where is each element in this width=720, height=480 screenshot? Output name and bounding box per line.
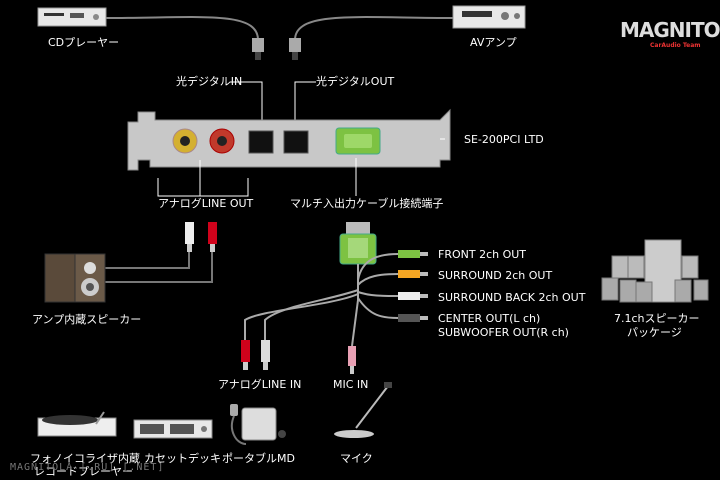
mic-label: マイク	[340, 452, 373, 465]
optical-out-label: 光デジタルOUT	[316, 75, 395, 88]
turntable-label-2: レコードプレーヤー	[34, 465, 133, 478]
speaker-package-image	[601, 239, 709, 303]
brand-logo: MAGNITOLA CarAudio Team	[620, 18, 720, 49]
turntable-image	[37, 411, 117, 437]
card-model-label: SE-200PCI LTD	[464, 133, 544, 146]
subwoofer-out-label: SUBWOOFER OUT(R ch)	[438, 326, 569, 339]
rca-plugs-out	[185, 222, 217, 252]
cd-player-image	[37, 7, 107, 27]
speaker-package-label-2: パッケージ	[627, 326, 682, 339]
turntable-label-1: フォノイコライザ内蔵	[30, 452, 140, 465]
speaker-package-label-1: 7.1chスピーカー	[614, 312, 700, 325]
amp-speaker-label: アンプ内蔵スピーカー	[32, 313, 142, 326]
cassette-deck-image	[133, 419, 213, 439]
av-amp-image	[452, 5, 526, 29]
multi-io-label: マルチ入出力ケーブル接続端子	[290, 197, 444, 210]
mic-in-label: MIC IN	[333, 378, 369, 391]
analog-line-in-label: アナログLINE IN	[218, 378, 302, 391]
surround-back-out-label: SURROUND BACK 2ch OUT	[438, 291, 586, 304]
front-out-label: FRONT 2ch OUT	[438, 248, 527, 261]
optical-in-label: 光デジタルIN	[176, 75, 243, 88]
amp-speaker-image	[44, 253, 106, 303]
multi-io-cable	[244, 222, 399, 347]
sound-card-bracket	[127, 108, 451, 171]
portable-md-label: ポータブルMD	[222, 452, 295, 465]
microphone-image	[334, 382, 392, 438]
center-out-label: CENTER OUT(L ch)	[438, 312, 541, 325]
av-amp-label: AVアンプ	[470, 36, 517, 49]
watermark: MAGNITOLA [.RU] [.NET]	[10, 462, 165, 473]
brand-name: MAGNITOLA	[620, 18, 720, 42]
cassette-deck-label: カセットデッキ	[144, 452, 221, 465]
analog-line-out-label: アナログLINE OUT	[158, 197, 254, 210]
cd-player-label: CDプレーヤー	[48, 36, 120, 49]
portable-md-image	[230, 404, 286, 445]
surround-out-label: SURROUND 2ch OUT	[438, 269, 553, 282]
brand-tagline: CarAudio Team	[650, 42, 701, 49]
